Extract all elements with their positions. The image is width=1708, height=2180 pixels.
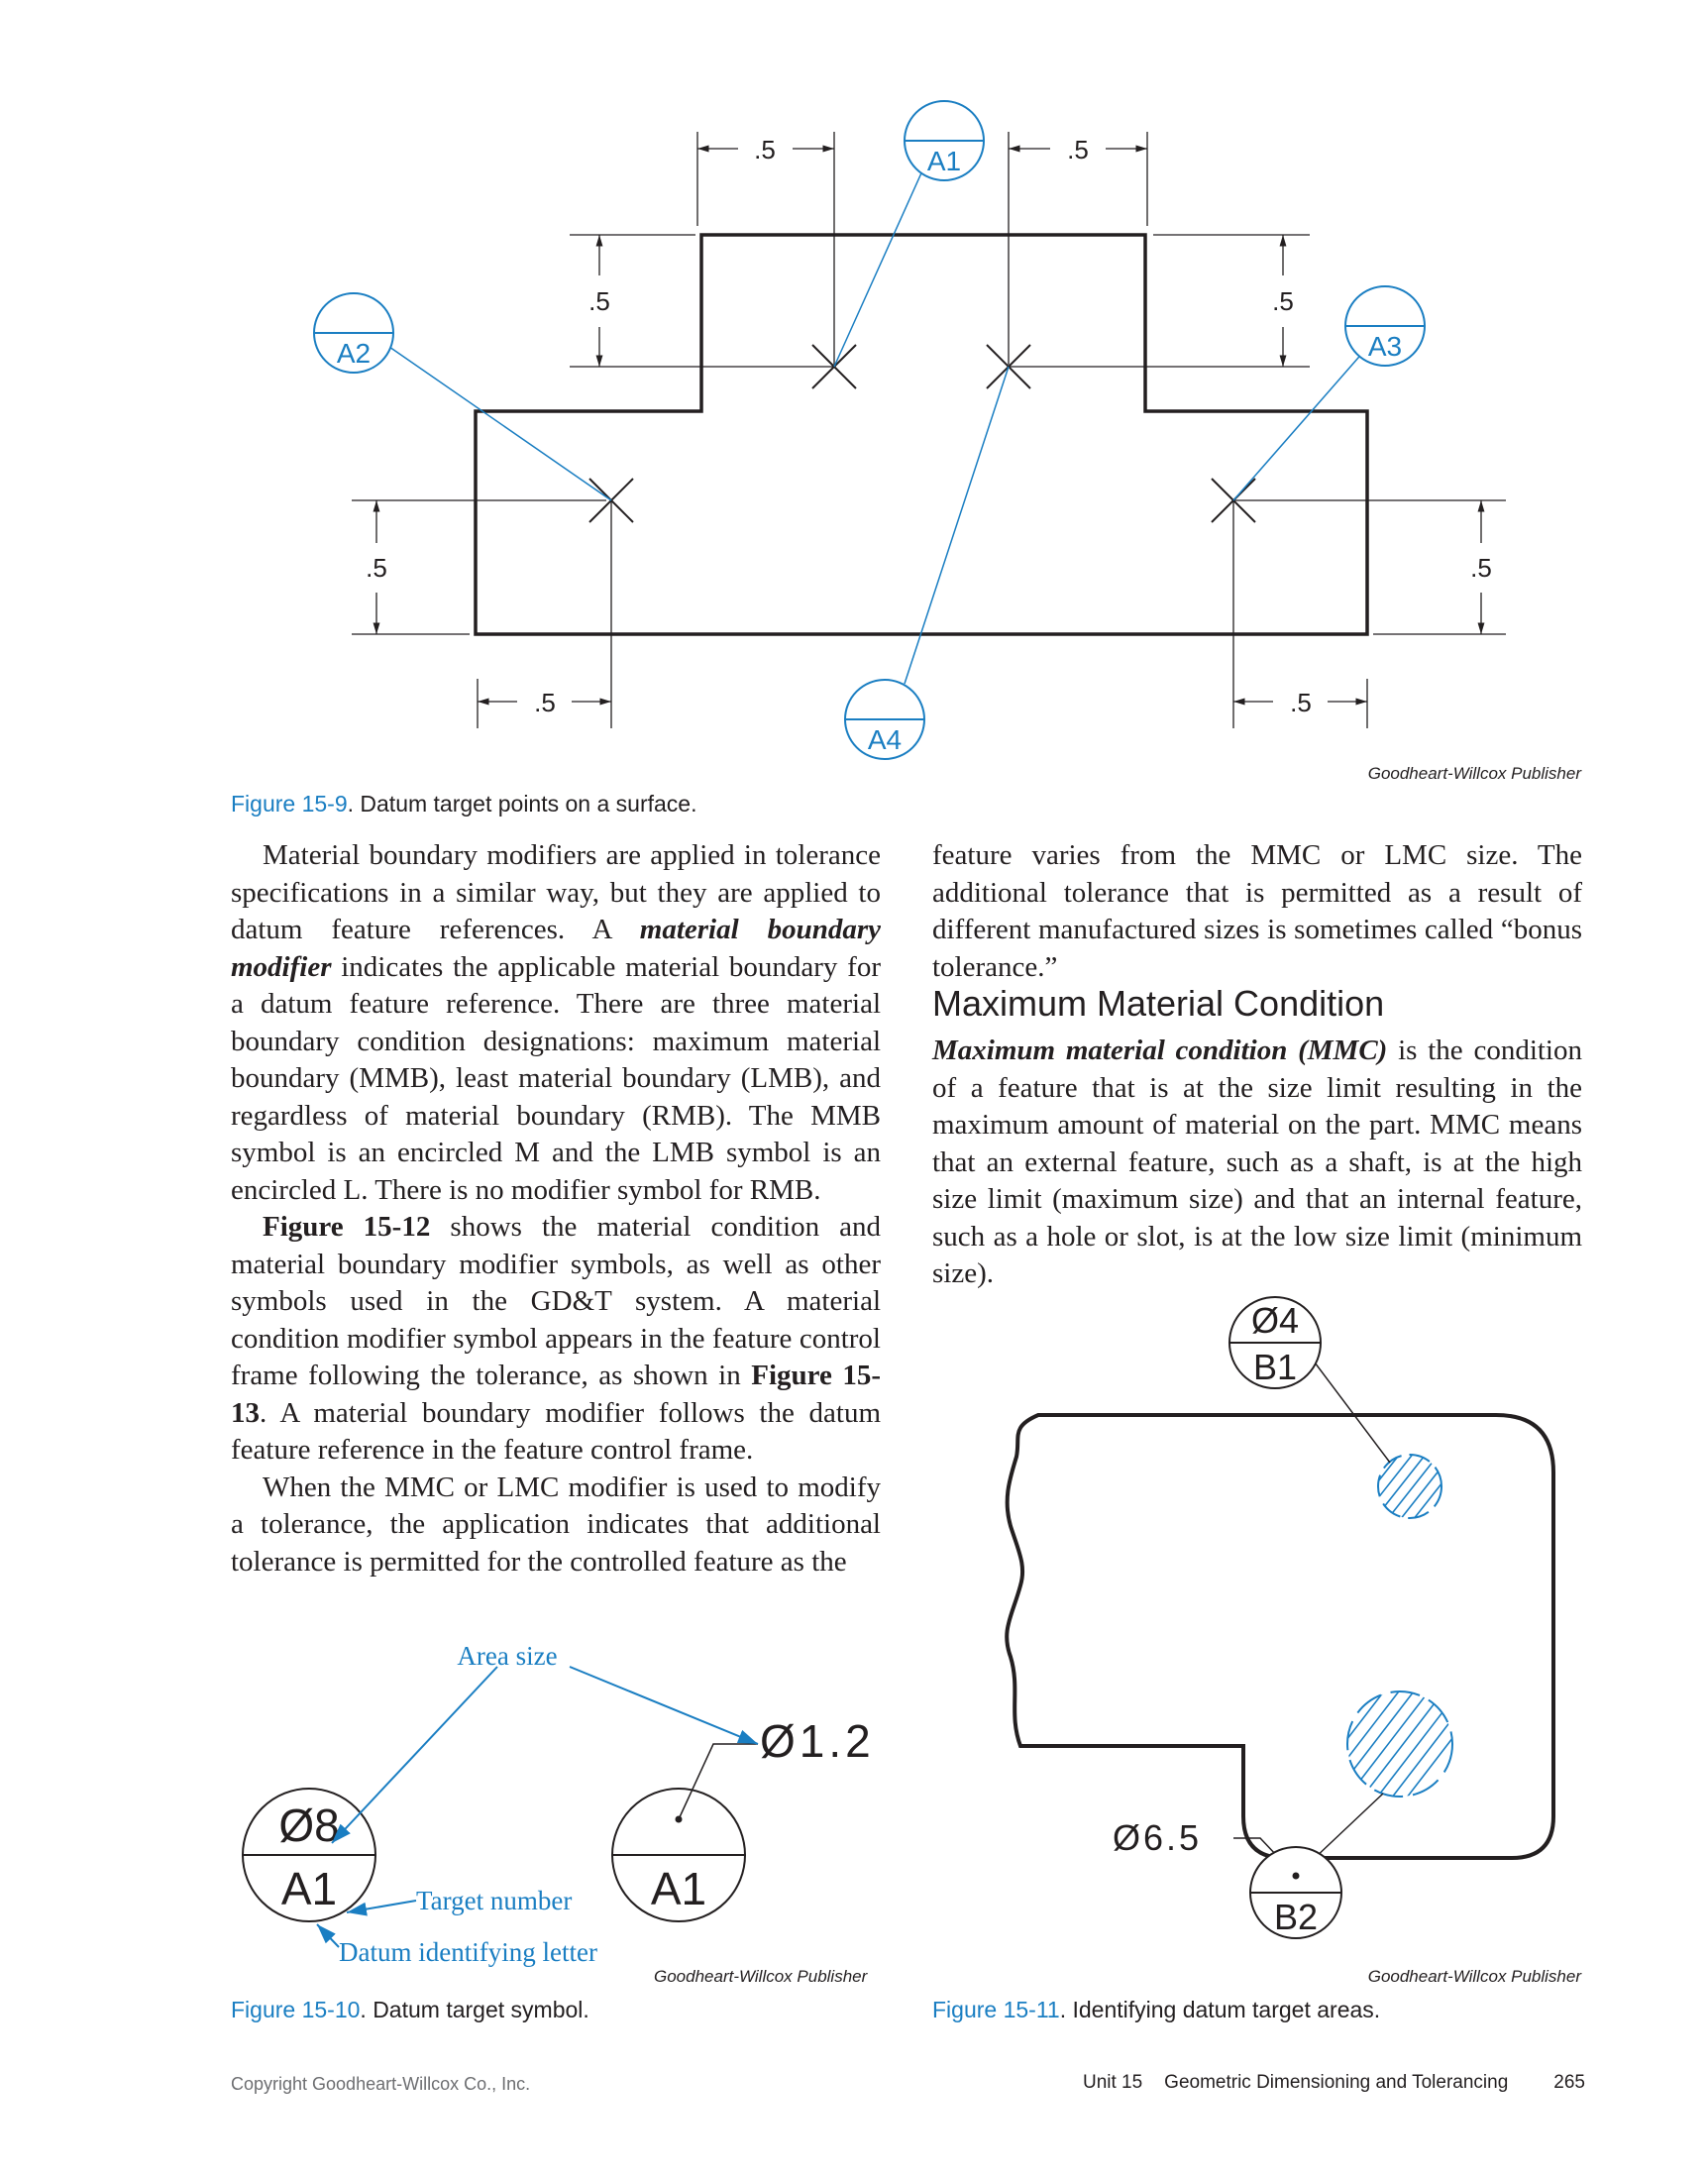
right-body-column: feature varies from the MMC or LMC size.… xyxy=(932,837,1582,986)
figure-credit: Goodheart-Willcox Publisher xyxy=(1367,764,1581,783)
figure-reference: Figure 15-12 xyxy=(263,1211,431,1243)
dim-text: .5 xyxy=(588,286,610,316)
dim-text: .5 xyxy=(366,553,387,583)
figure-credit: Goodheart-Willcox Publisher xyxy=(654,1967,868,1986)
section-heading: Maximum Material Condition xyxy=(932,983,1385,1024)
datum-target-label: A3 xyxy=(1368,331,1402,362)
datum-target-label: A1 xyxy=(927,146,961,176)
size-value-text: Ø6.5 xyxy=(1113,1817,1202,1858)
area-size-label: Area size xyxy=(457,1641,557,1671)
figure-caption: Figure 15-9. Datum target points on a su… xyxy=(231,791,696,818)
paragraph: When the MMC or LMC modifier is used to … xyxy=(231,1471,881,1578)
figure-caption: Figure 15-11. Identifying datum target a… xyxy=(932,1997,1380,2023)
dim-text: .5 xyxy=(754,135,776,164)
caption-text: . Identifying datum target areas. xyxy=(1059,1997,1381,2022)
dim-text: .5 xyxy=(534,688,556,717)
key-term: Maximum material condition (MMC) xyxy=(932,1035,1388,1066)
datum-target-label: A4 xyxy=(868,724,902,755)
dim-text: .5 xyxy=(1470,553,1492,583)
figure-label: Figure 15-10 xyxy=(231,1997,361,2022)
figure-reference: Figure 15-13 xyxy=(231,1360,882,1429)
dim-text: .5 xyxy=(1290,688,1312,717)
page-number: 265 xyxy=(1553,2072,1585,2093)
left-body-column: Material boundary modifiers are applied … xyxy=(231,837,881,1580)
dim-text: .5 xyxy=(1067,135,1089,164)
symbol-target-text: A1 xyxy=(281,1863,337,1914)
footer-unit: Unit 15 xyxy=(1082,2072,1143,2093)
footer-chapter: Geometric Dimensioning and Tolerancing xyxy=(1164,2072,1509,2093)
part-outline xyxy=(474,233,1369,636)
figure-label: Figure 15-11 xyxy=(932,1997,1060,2022)
paragraph: Figure 15-12 shows the material conditio… xyxy=(231,1211,882,1466)
target-point-marks xyxy=(588,344,1256,523)
datum-letter-label: Datum identifying letter xyxy=(339,1937,597,1967)
target-number-label: Target number xyxy=(416,1886,572,1915)
symbol-target-text: B1 xyxy=(1253,1347,1297,1387)
symbol-size-text: Ø8 xyxy=(278,1799,339,1851)
caption-text: . Datum target points on a surface. xyxy=(347,791,697,817)
figure-15-9-drawing: .5 .5 .5 .5 .5 .5 .5 .5 A1 A2 A3 A4 xyxy=(313,100,1506,760)
paragraph: feature varies from the MMC or LMC size.… xyxy=(932,839,1582,983)
symbol-target-text: B2 xyxy=(1274,1897,1318,1937)
figure-label: Figure 15-9 xyxy=(231,791,348,817)
key-term: material boundary modifier xyxy=(231,914,881,983)
size-value-text: Ø1.2 xyxy=(760,1715,875,1767)
paragraph: Material boundary modifiers are applied … xyxy=(231,839,881,1206)
right-body-column-2: Maximum material condition (MMC) is the … xyxy=(932,1033,1582,1293)
datum-target-label: A2 xyxy=(337,338,371,369)
symbol-size-text: Ø4 xyxy=(1251,1300,1299,1341)
caption-text: . Datum target symbol. xyxy=(360,1997,589,2022)
part-outline xyxy=(1005,1413,1555,1860)
paragraph: Maximum material condition (MMC) is the … xyxy=(932,1035,1582,1289)
figure-credit: Goodheart-Willcox Publisher xyxy=(1367,1967,1581,1986)
figure-caption: Figure 15-10. Datum target symbol. xyxy=(231,1997,589,2023)
footer-running-head: Unit 15 Geometric Dimensioning and Toler… xyxy=(1083,2072,1585,2094)
dim-text: .5 xyxy=(1272,286,1294,316)
figure-15-11-drawing: Ø4 B1 B2 Ø6.5 xyxy=(1005,1296,1555,1939)
figure-15-10-drawing: Ø8 A1 Ø1.2 A1 Area size Target number Da… xyxy=(242,1641,875,1967)
footer-copyright: Copyright Goodheart-Willcox Co., Inc. xyxy=(231,2074,531,2094)
symbol-target-text: A1 xyxy=(651,1863,706,1914)
